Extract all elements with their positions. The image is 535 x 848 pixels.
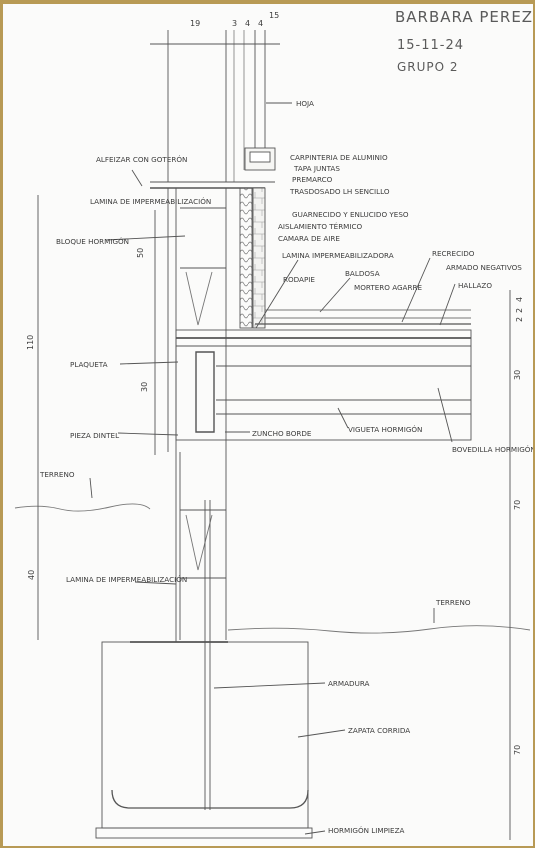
label-hoja: HOJA (296, 99, 314, 108)
label-hormigon-limpieza: HORMIGÓN LIMPIEZA (328, 826, 405, 835)
dim-top-4a: 4 (245, 19, 250, 28)
label-camara: CAMARA DE AIRE (278, 234, 340, 243)
hormigon-limpieza (95, 827, 313, 839)
dim-right-2b: 2 (515, 317, 524, 322)
dim-left-30: 30 (140, 382, 149, 392)
dim-left-50: 50 (136, 248, 145, 258)
label-tapajuntas: TAPA JUNTAS (293, 164, 340, 173)
label-lamina-imp-top: LAMINA DE IMPERMEABILIZACIÓN (90, 197, 211, 206)
label-hallazo: HALLAZO (458, 281, 492, 290)
group-name: GRUPO 2 (397, 60, 459, 74)
label-terreno-right: TERRENO (435, 598, 471, 607)
label-zapata: ZAPATA CORRIDA (348, 726, 410, 735)
label-terreno-left: TERRENO (39, 470, 75, 479)
dim-left-40: 40 (27, 570, 36, 580)
label-guarnecido: GUARNECIDO Y ENLUCIDO YESO (292, 210, 409, 219)
label-trasdosado: TRASDOSADO LH SENCILLO (289, 187, 390, 196)
label-aislamiento: AISLAMIENTO TÉRMICO (278, 222, 363, 231)
label-alfeizar: ALFEIZAR CON GOTERÓN (96, 155, 187, 164)
label-bovedilla: BOVEDILLA HORMIGÓN (452, 445, 533, 454)
dim-left-110: 110 (26, 335, 35, 350)
label-premarco: PREMARCO (292, 175, 333, 184)
label-recrecido: RECRECIDO (432, 249, 475, 258)
forjado (175, 329, 472, 441)
label-pieza-dintel: PIEZA DINTEL (70, 431, 119, 440)
drawing-sheet: BARBARA PEREZ 15-11-24 GRUPO 2 (3, 4, 533, 846)
label-baldosa: BALDOSA (345, 269, 380, 278)
ground-line-right (227, 625, 531, 634)
zuncho-stirrup (195, 351, 215, 433)
dim-right-4: 4 (515, 297, 524, 302)
drawing-date: 15-11-24 (397, 38, 465, 53)
dim-top-3: 3 (232, 19, 237, 28)
dim-right-30: 30 (513, 370, 522, 380)
label-armadura: ARMADURA (328, 679, 370, 688)
dim-top-19: 19 (190, 19, 200, 28)
author-name: BARBARA PEREZ (395, 8, 533, 26)
label-lamina-imp-mid: LAMINA IMPERMEABILIZADORA (282, 251, 394, 260)
ground-line-left (14, 503, 151, 512)
label-zuncho: ZUNCHO BORDE (252, 429, 312, 438)
label-carpinteria: CARPINTERIA DE ALUMINIO (290, 153, 388, 162)
dim-top-4b: 4 (258, 19, 263, 28)
label-lamina-imp-low: LAMINA DE IMPERMEABILIZACIÓN (66, 575, 187, 584)
label-armado: ARMADO NEGATIVOS (446, 263, 522, 272)
label-bloque: BLOQUE HORMIGÓN (56, 237, 129, 246)
label-mortero: MORTERO AGARRE (354, 283, 422, 292)
dim-top-15: 15 (269, 11, 279, 20)
label-vigueta: VIGUETA HORMIGÓN (348, 425, 422, 434)
dim-right-2a: 2 (515, 308, 524, 313)
dim-right-70b: 70 (513, 745, 522, 755)
aislamiento (239, 187, 253, 329)
construction-detail-drawing: 19 3 4 4 15 110 50 30 40 4 2 2 30 70 70 … (14, 11, 533, 840)
trasdosado-ladrillo (252, 187, 266, 329)
dim-right-70a: 70 (513, 500, 522, 510)
label-rodapie: RODAPIE (283, 275, 315, 284)
label-plaqueta: PLAQUETA (70, 360, 108, 369)
